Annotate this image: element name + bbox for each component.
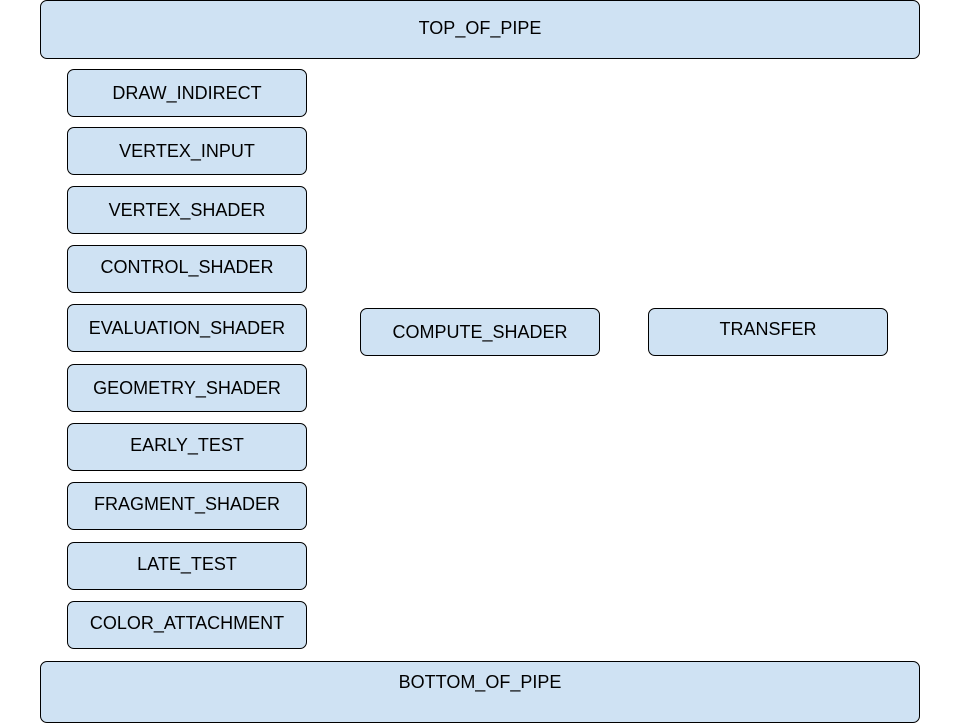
stage-evaluation-shader: EVALUATION_SHADER: [67, 304, 307, 352]
stage-late-test: LATE_TEST: [67, 542, 307, 590]
bottom-of-pipe-box: BOTTOM_OF_PIPE: [40, 661, 920, 723]
stage-control-shader: CONTROL_SHADER: [67, 245, 307, 293]
top-of-pipe-box: TOP_OF_PIPE: [40, 0, 920, 59]
stage-vertex-input: VERTEX_INPUT: [67, 127, 307, 175]
transfer-box: TRANSFER: [648, 308, 888, 356]
stage-vertex-shader: VERTEX_SHADER: [67, 186, 307, 234]
stage-geometry-shader: GEOMETRY_SHADER: [67, 364, 307, 412]
stage-draw-indirect: DRAW_INDIRECT: [67, 69, 307, 117]
stage-color-attachment: COLOR_ATTACHMENT: [67, 601, 307, 649]
compute-shader-box: COMPUTE_SHADER: [360, 308, 600, 356]
stage-fragment-shader: FRAGMENT_SHADER: [67, 482, 307, 530]
stage-early-test: EARLY_TEST: [67, 423, 307, 471]
